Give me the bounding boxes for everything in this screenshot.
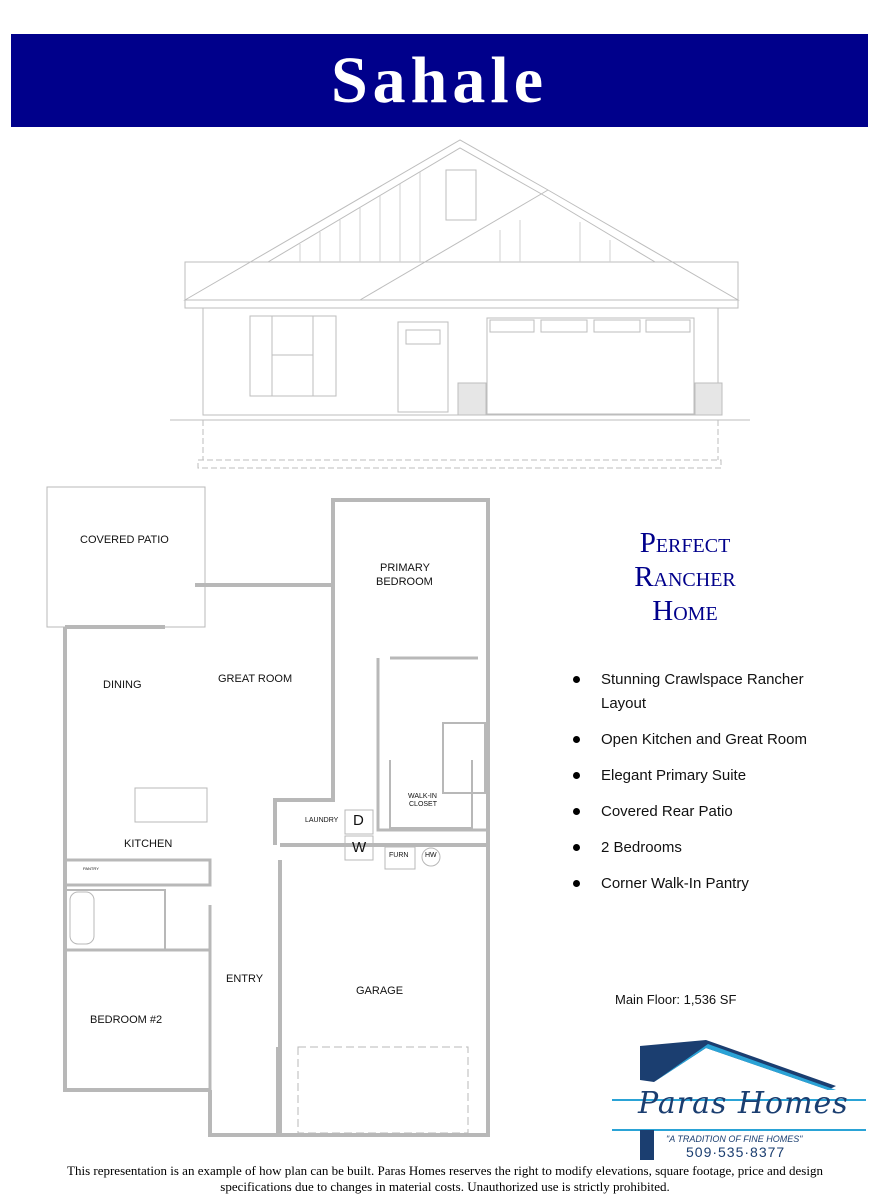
washer-label: W bbox=[352, 839, 367, 856]
plan-title: Sahale bbox=[330, 43, 549, 117]
room-label-garage: GARAGE bbox=[356, 985, 404, 997]
feature-item: Stunning Crawlspace Rancher Layout bbox=[572, 668, 832, 716]
front-elevation-drawing bbox=[170, 139, 750, 469]
title-banner: Sahale bbox=[11, 34, 868, 127]
logo-phone: 509·535·8377 bbox=[686, 1144, 786, 1160]
feature-item: 2 Bedrooms bbox=[572, 836, 832, 860]
house-roof-icon bbox=[612, 1040, 866, 1160]
feature-item: Elegant Primary Suite bbox=[572, 764, 832, 788]
furnace-label: FURN bbox=[389, 852, 409, 859]
tagline: Perfect Rancher Home bbox=[580, 526, 790, 628]
room-label-kitchen: KITCHEN bbox=[124, 838, 173, 850]
logo-name: Paras Homes bbox=[638, 1086, 849, 1121]
feature-item: Corner Walk-In Pantry bbox=[572, 872, 832, 896]
feature-list: Stunning Crawlspace Rancher Layout Open … bbox=[572, 668, 832, 908]
logo-slogan: "A TRADITION OF FINE HOMES" bbox=[666, 1134, 803, 1144]
feature-item: Open Kitchen and Great Room bbox=[572, 728, 832, 752]
room-label-primary-bedroom: PRIMARY bbox=[380, 562, 430, 574]
tagline-line: Perfect bbox=[639, 527, 731, 559]
disclaimer: This representation is an example of how… bbox=[0, 1163, 890, 1195]
room-label-covered-patio: COVERED PATIO bbox=[80, 534, 169, 546]
room-label-pantry: PANTRY bbox=[83, 866, 99, 871]
room-label-primary-bedroom-2: BEDROOM bbox=[376, 576, 433, 588]
tagline-line: Home bbox=[652, 595, 718, 627]
dryer-label: D bbox=[353, 812, 364, 829]
paras-homes-logo: Paras Homes "A TRADITION OF FINE HOMES" … bbox=[610, 1038, 868, 1160]
main-floor-area: Main Floor: 1,536 SF bbox=[615, 992, 737, 1007]
room-label-bedroom-2: BEDROOM #2 bbox=[90, 1014, 163, 1026]
water-heater-label: HW bbox=[425, 852, 437, 859]
room-label-great-room: GREAT ROOM bbox=[218, 673, 293, 685]
room-label-dining: DINING bbox=[103, 679, 142, 691]
feature-item: Covered Rear Patio bbox=[572, 800, 832, 824]
room-label-laundry: LAUNDRY bbox=[305, 817, 339, 824]
disclaimer-line: This representation is an example of how… bbox=[67, 1163, 823, 1178]
tagline-line: Rancher bbox=[634, 561, 736, 593]
disclaimer-line: specifications due to changes in materia… bbox=[220, 1179, 670, 1194]
room-label-walk-in-closet-2: CLOSET bbox=[409, 801, 438, 808]
room-label-walk-in-closet: WALK-IN bbox=[408, 793, 437, 800]
room-label-entry: ENTRY bbox=[226, 973, 264, 985]
